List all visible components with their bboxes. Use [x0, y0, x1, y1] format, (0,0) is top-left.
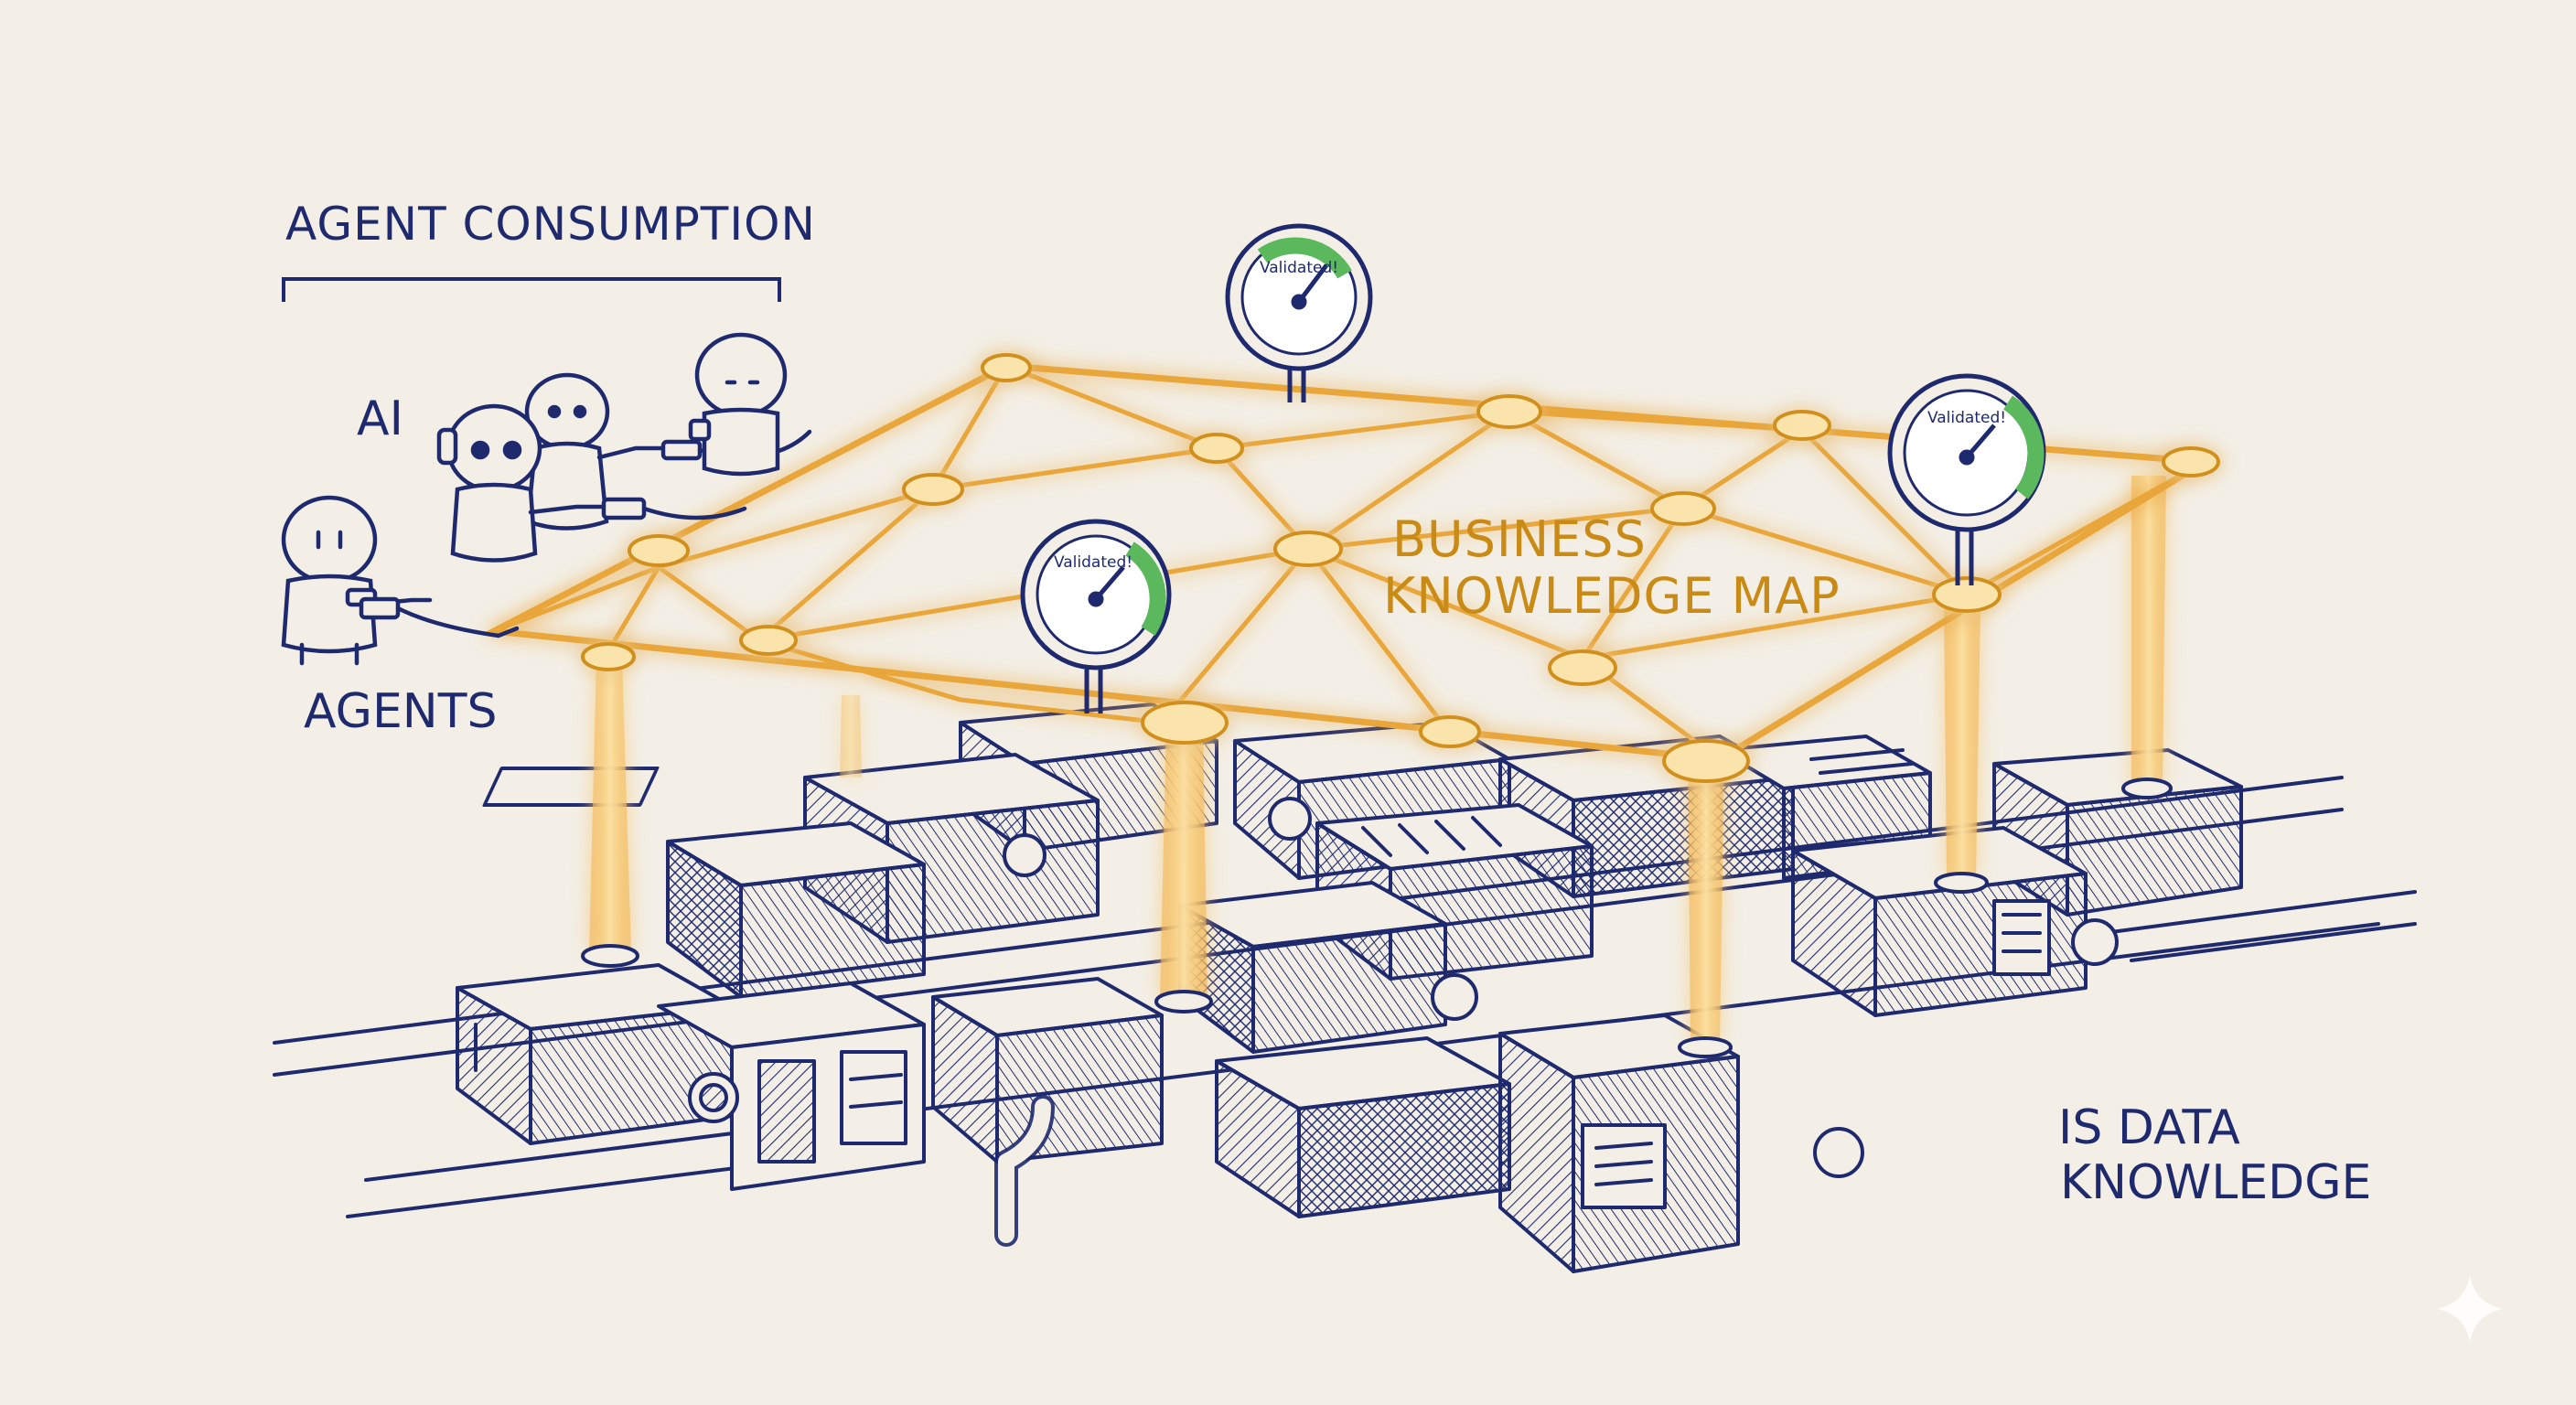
server-block [657, 981, 926, 1191]
server-block [1178, 881, 1447, 1054]
pipe-flange [1813, 1127, 1864, 1178]
ground-pipe [2130, 922, 2417, 962]
gauge-label: Validated! [1054, 553, 1132, 572]
pillar [1160, 723, 1208, 997]
validation-gauge: Validated! [1887, 373, 2046, 585]
map-node [2162, 446, 2220, 477]
server-block [1215, 1036, 1511, 1218]
map-node [1773, 410, 1831, 441]
pillar [589, 659, 631, 951]
ai-label: AI [357, 391, 403, 446]
robot-agent-icon [281, 495, 520, 666]
map-node [1476, 394, 1542, 429]
server-block [456, 963, 734, 1145]
knowledge-map-nodes [581, 353, 2220, 783]
pipe-flange [1003, 833, 1046, 877]
data-infrastructure [273, 702, 2417, 1273]
pillar [840, 695, 862, 778]
agent-consumption-label: AGENT CONSUMPTION [285, 198, 816, 251]
pillar [1688, 759, 1724, 1043]
map-node [581, 642, 636, 671]
gauge-label: Validated! [1260, 259, 1338, 277]
business-map-label-line1: BUSINESS [1392, 510, 1647, 568]
robot-agent-icon [688, 332, 788, 477]
map-node [628, 534, 690, 567]
validation-gauge: Validated! [1020, 519, 1172, 713]
map-node [1548, 649, 1617, 686]
ground-pipe [2102, 890, 2417, 935]
server-block [666, 821, 926, 999]
pillar [1944, 604, 1980, 878]
map-node [1273, 531, 1343, 567]
map-node [981, 353, 1032, 382]
server-block [1498, 1014, 1740, 1273]
bracket [282, 277, 781, 302]
pipe-flange [1268, 797, 1312, 841]
pillar [2131, 476, 2166, 787]
map-node [1932, 576, 2002, 613]
gauge-label: Validated! [1927, 409, 2006, 427]
pillar-bases [581, 778, 2173, 1058]
is-data-label-line1: IS DATA [2058, 1100, 2240, 1155]
map-node [739, 625, 798, 656]
map-node [902, 473, 964, 506]
map-node [1662, 739, 1750, 783]
map-node [1650, 491, 1716, 526]
pipe-elbow [998, 1099, 1051, 1243]
is-data-label-line2: KNOWLEDGE [2060, 1155, 2371, 1210]
knowledge-pillars [589, 476, 2166, 1043]
agents-label: AGENTS [304, 684, 497, 739]
pipe-flange [2071, 918, 2119, 966]
robot-agent-icon [436, 403, 747, 563]
map-node [1419, 715, 1481, 748]
sparkle-icon [2437, 1276, 2503, 1342]
pipe-flange [1431, 973, 1478, 1021]
map-node [1189, 433, 1244, 464]
agents-group [281, 332, 812, 666]
server-block [1791, 826, 2088, 1017]
validation-gauge: Validated! [1225, 223, 1373, 402]
map-node [1141, 701, 1229, 745]
business-map-label-line2: KNOWLEDGE MAP [1383, 567, 1841, 625]
